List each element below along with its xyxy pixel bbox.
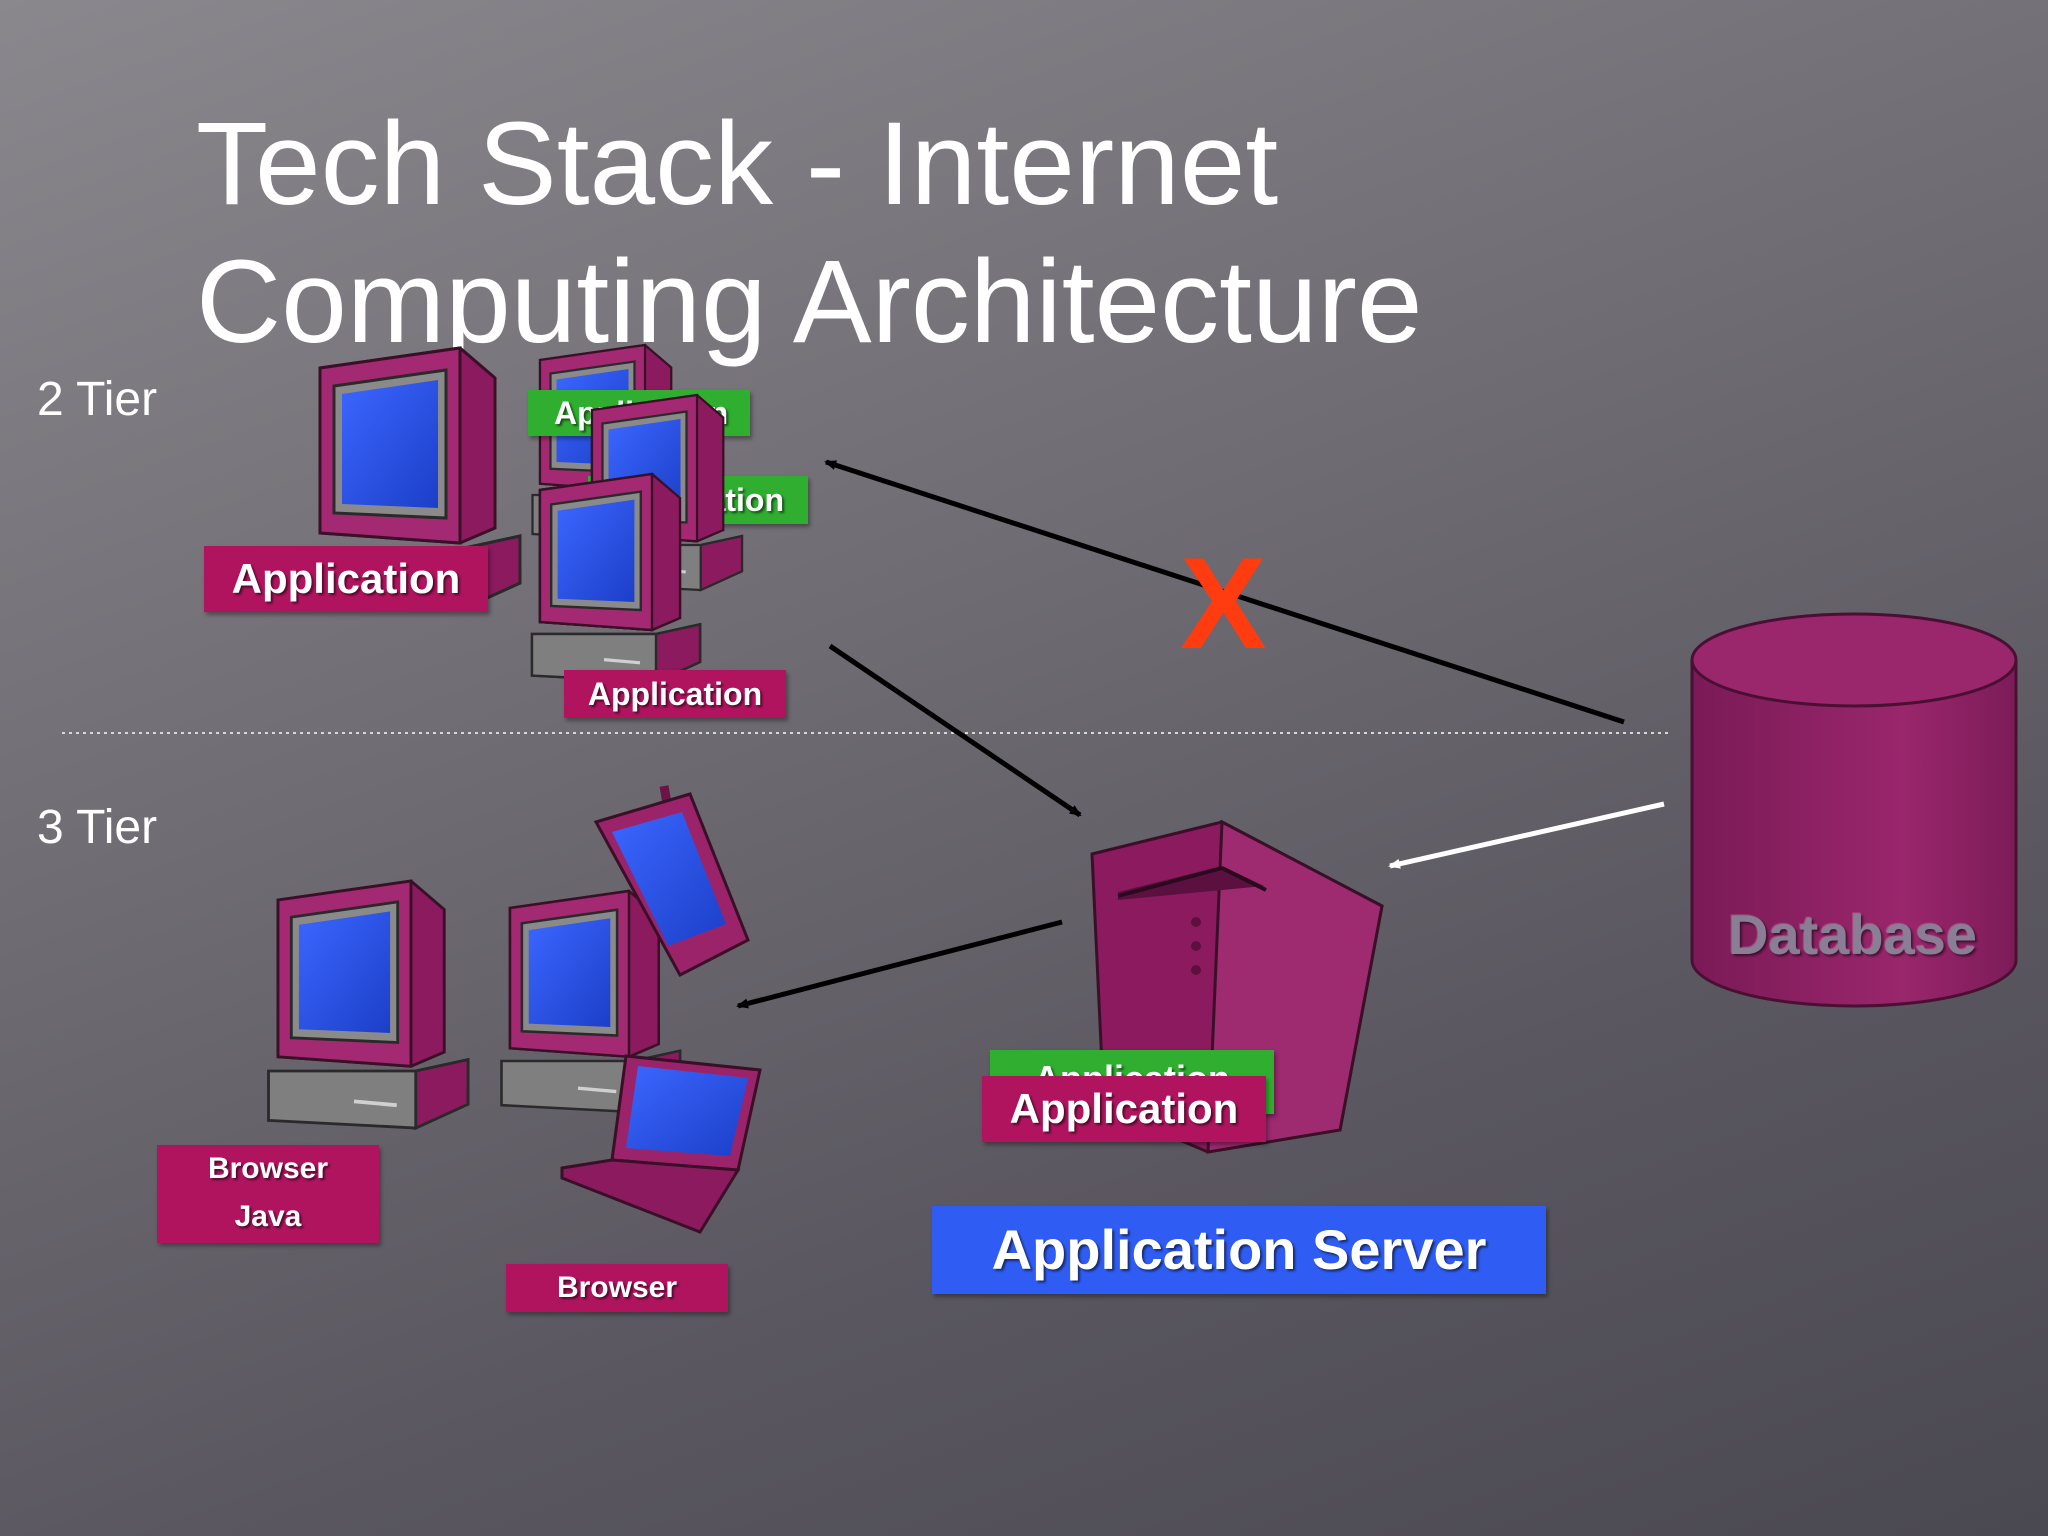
slide-title-line-2: Computing Architecture	[196, 236, 1423, 368]
application-label-front: Application	[564, 670, 786, 718]
blocked-x-mark: X	[1180, 530, 1267, 676]
slide-title: Tech Stack - Internet Computing Architec…	[196, 95, 1423, 371]
arrow-db-to-2tier	[824, 459, 1625, 725]
database-label: Database	[1728, 903, 1978, 966]
arrow-server-to-3tier	[736, 919, 1063, 1009]
arrow-2tier-to-server	[828, 643, 1082, 818]
browser-java-label: Browser Java	[157, 1145, 379, 1243]
browser-label: Browser	[506, 1264, 728, 1312]
arrow-db-to-server	[1388, 801, 1665, 869]
pda-icon	[593, 785, 750, 978]
tier-label-2: 2 Tier	[37, 373, 158, 426]
desktop-computer-icon	[530, 472, 702, 684]
laptop-icon	[560, 1054, 762, 1234]
tier-label-3: 3 Tier	[37, 801, 158, 854]
server-application-label: Application	[982, 1076, 1266, 1142]
application-server-label: Application Server	[932, 1206, 1546, 1294]
browser-java-label-line-1: Browser	[207, 1152, 329, 1185]
slide-title-line-1: Tech Stack - Internet	[196, 98, 1279, 230]
database-cylinder-icon	[1690, 612, 2018, 1008]
browser-java-label-line-2: Java	[234, 1200, 302, 1233]
application-label-main: Application	[204, 546, 488, 612]
